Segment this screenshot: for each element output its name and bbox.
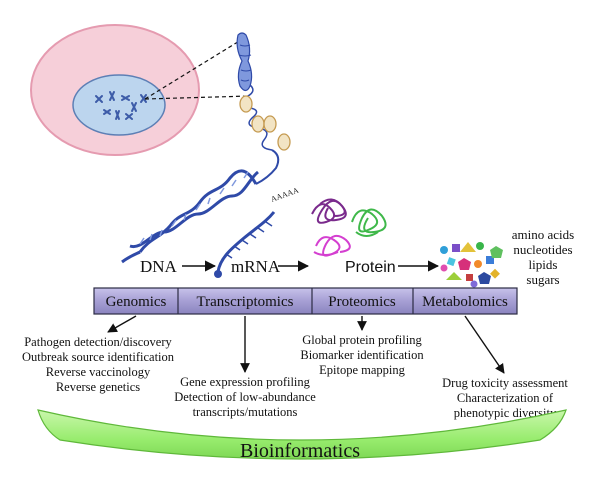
dna-label: DNA — [140, 257, 178, 276]
application-item: Drug toxicity assessment — [442, 376, 568, 390]
omics-metabolomics: Metabolomics — [422, 294, 508, 310]
metabolite-item: nucleotides — [513, 242, 572, 257]
bioinformatics-label: Bioinformatics — [240, 440, 360, 462]
proteomics-applications: Global protein profiling Biomarker ident… — [300, 333, 424, 377]
metabolite-item: amino acids — [512, 227, 574, 242]
arrow-metabolomics — [464, 315, 505, 374]
dna-helix — [121, 169, 260, 264]
omics-bar: Genomics Transcriptomics Proteomics Meta… — [93, 287, 518, 315]
metabolite-item: sugars — [526, 272, 559, 287]
nucleosomes — [239, 95, 291, 151]
mrna-strand — [214, 211, 276, 278]
chromosome-illustration — [236, 32, 291, 185]
mrna-cap — [214, 270, 222, 278]
omics-proteomics: Proteomics — [328, 294, 396, 310]
metabolomics-applications: Drug toxicity assessment Characterizatio… — [442, 376, 568, 420]
polya-label: AAAAA — [270, 185, 300, 203]
protein-green — [351, 208, 387, 237]
protein-label: Protein — [345, 259, 396, 276]
application-item: Reverse vaccinology — [46, 365, 151, 379]
chromosomes — [95, 91, 147, 120]
application-item: Outbreak source identification — [22, 350, 175, 364]
application-item: Global protein profiling — [302, 333, 422, 347]
application-item: Characterization of — [457, 391, 554, 405]
application-item: Biomarker identification — [300, 348, 424, 362]
metabolite-item: lipids — [529, 257, 558, 272]
metabolite-list: amino acids nucleotides lipids sugars — [512, 227, 574, 287]
transcriptomics-applications: Gene expression profiling Detection of l… — [174, 375, 316, 419]
cell-illustration — [30, 24, 251, 156]
application-item: Detection of low-abundance — [174, 390, 316, 404]
bioinformatics-base: Bioinformatics — [37, 409, 567, 462]
nucleus — [72, 74, 166, 136]
application-item: Gene expression profiling — [180, 375, 311, 389]
application-arrows — [107, 315, 505, 374]
application-item: Reverse genetics — [56, 380, 140, 394]
application-item: phenotypic diversity — [454, 406, 557, 420]
protein-magenta — [313, 234, 351, 257]
application-item: Epitope mapping — [319, 363, 405, 377]
genomics-applications: Pathogen detection/discovery Outbreak so… — [22, 335, 175, 394]
application-item: Pathogen detection/discovery — [24, 335, 172, 349]
mrna-label: mRNA — [231, 257, 281, 276]
metabolite-shapes — [440, 242, 503, 288]
omics-transcriptomics: Transcriptomics — [197, 294, 294, 310]
application-item: transcripts/mutations — [193, 405, 298, 419]
protein-purple — [311, 198, 347, 224]
chromosome — [236, 32, 253, 92]
arrow-genomics — [107, 315, 137, 333]
protein-illustration — [311, 198, 387, 257]
omics-genomics: Genomics — [106, 294, 167, 310]
zoom-lines — [144, 39, 251, 100]
